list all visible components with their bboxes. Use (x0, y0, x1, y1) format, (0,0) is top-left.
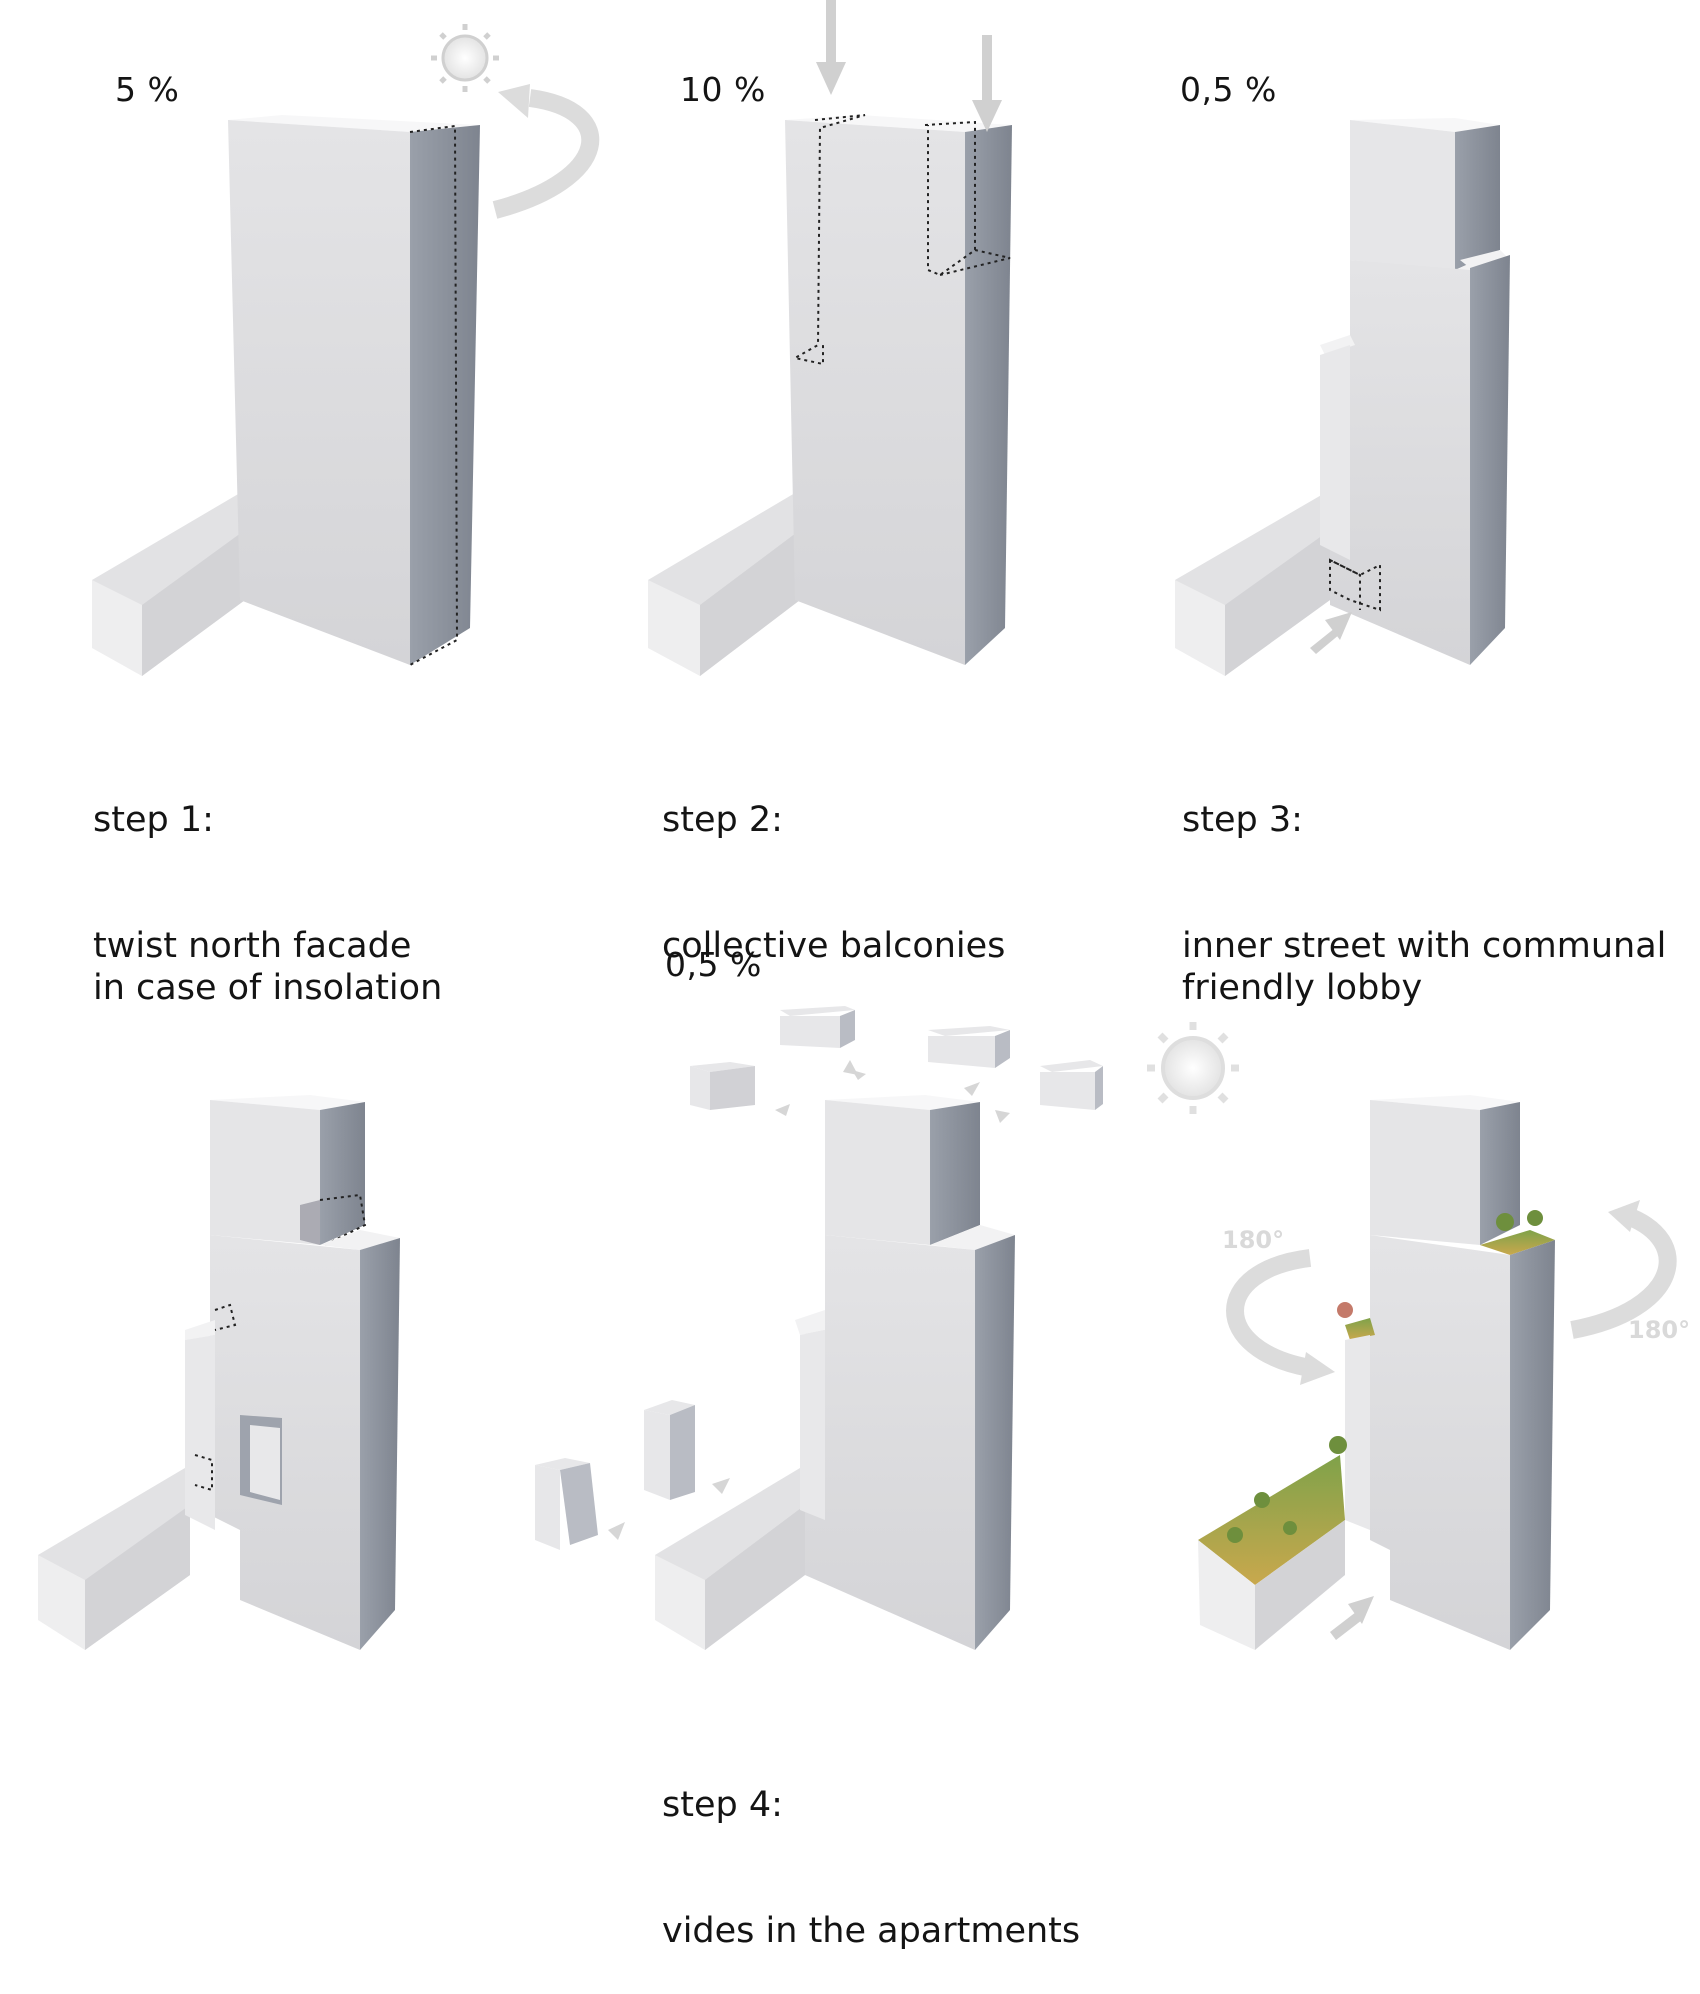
rotate-arrow-icon (1226, 1249, 1312, 1377)
caption-step-1: step 1: twist north facade in case of in… (93, 715, 442, 1051)
diagram-canvas: 180° 180° 5 % 10 % 0,5 % 0,5 % step 1: t… (38, 0, 1690, 1951)
twist-outline (409, 124, 459, 666)
entrance-arrow-icon (1330, 1596, 1374, 1640)
diagram-step-3 (1175, 118, 1510, 676)
balcony-outline-1 (792, 114, 866, 366)
diagram-step-1 (92, 24, 600, 676)
sun-icon (431, 24, 499, 92)
tower-side (410, 125, 480, 665)
diagram-step-4b (535, 1006, 1103, 1650)
caption-step-2: step 2: collective balconies (662, 715, 1005, 1009)
tree-icon (1227, 1210, 1543, 1543)
wing-side (142, 530, 245, 676)
sun-icon (1147, 1022, 1239, 1114)
percent-label-step-2: 10 % (680, 70, 766, 109)
step-description: inner street with communal friendly lobb… (1182, 926, 1667, 1008)
caption-step-3: step 3: inner street with communal frien… (1182, 715, 1666, 1051)
green-roof-wing (1198, 1455, 1345, 1585)
wing-front (92, 580, 142, 676)
percent-label-step-4: 0,5 % (665, 945, 762, 984)
diagram-step-2 (648, 0, 1012, 676)
rotation-label-1: 180° (1222, 1226, 1284, 1254)
green-roof-top (1480, 1230, 1555, 1255)
percent-label-step-1: 5 % (115, 70, 180, 109)
step-title: step 2: (662, 800, 783, 840)
entrance-arrow-icon (1310, 612, 1352, 654)
small-arrow-icon (608, 1060, 1010, 1540)
step-description: vides in the apartments (662, 1911, 1081, 1951)
rotate-arrow-icon (492, 89, 600, 219)
percent-label-step-3: 0,5 % (1180, 70, 1277, 109)
step-title: step 1: (93, 800, 214, 840)
step-title: step 3: (1182, 800, 1303, 840)
step-title: step 4: (662, 1785, 783, 1825)
lobby-outline (1329, 558, 1381, 612)
caption-step-4: step 4: vides in the apartments (662, 1700, 1080, 1994)
rotation-label-2: 180° (1628, 1316, 1690, 1344)
massing-diagrams: 180° 180° (38, 0, 1690, 1650)
diagram-step-4a (38, 1095, 400, 1650)
tower-front (228, 120, 410, 665)
diagram-step-4c: 180° 180° (1147, 1022, 1690, 1650)
step-description: twist north facade in case of insolation (93, 926, 443, 1008)
down-arrow-icon (816, 0, 1002, 132)
extracted-volumes (535, 1006, 1103, 1550)
step-description: collective balconies (662, 926, 1006, 966)
tower-top (228, 115, 480, 132)
